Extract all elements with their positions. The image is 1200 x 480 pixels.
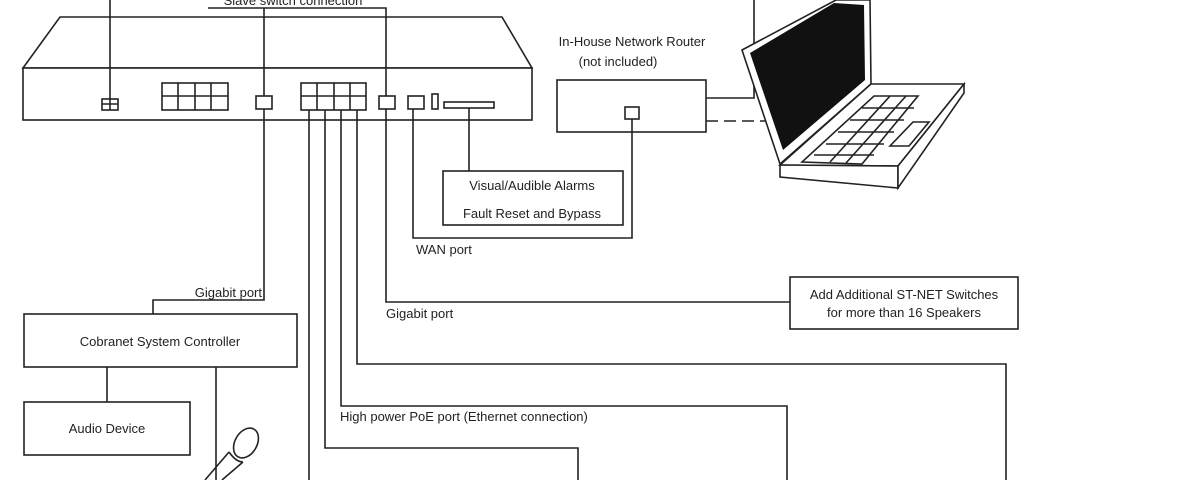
fault-reset-label: Fault Reset and Bypass xyxy=(463,206,602,221)
add-switches-line1: Add Additional ST-NET Switches xyxy=(810,287,999,302)
cobranet-label: Cobranet System Controller xyxy=(80,334,241,349)
audio-device-box xyxy=(23,401,191,456)
cobranet-controller-box xyxy=(23,313,298,368)
network-switch xyxy=(21,16,534,121)
add-switches-line2: for more than 16 Speakers xyxy=(827,305,981,320)
gigabit-port-icon xyxy=(378,95,396,110)
wan-port-label: WAN port xyxy=(416,242,472,257)
router-subtitle: (not included) xyxy=(579,54,658,69)
laptop-icon xyxy=(741,0,966,191)
wan-port-icon xyxy=(407,95,425,110)
gigabit-port-mid-label: Gigabit port xyxy=(386,306,454,321)
port-bank-poe xyxy=(300,82,367,111)
microphone-icon xyxy=(204,427,260,480)
router-title: In-House Network Router xyxy=(559,34,706,49)
poe-port-label: High power PoE port (Ethernet connection… xyxy=(340,409,588,424)
alarms-box xyxy=(442,170,624,226)
terminal-block-icon xyxy=(443,101,495,109)
gigabit-port-left-label: Gigabit port xyxy=(195,285,263,300)
slave-switch-label: Slave switch connection xyxy=(224,0,363,8)
gigabit-port-icon xyxy=(255,95,273,110)
alarms-label: Visual/Audible Alarms xyxy=(469,178,595,193)
audio-device-label: Audio Device xyxy=(69,421,146,436)
add-switches-box xyxy=(789,276,1019,330)
port-bank-left xyxy=(161,82,229,111)
indicator-icon xyxy=(431,93,439,110)
router-port-icon xyxy=(624,106,640,120)
